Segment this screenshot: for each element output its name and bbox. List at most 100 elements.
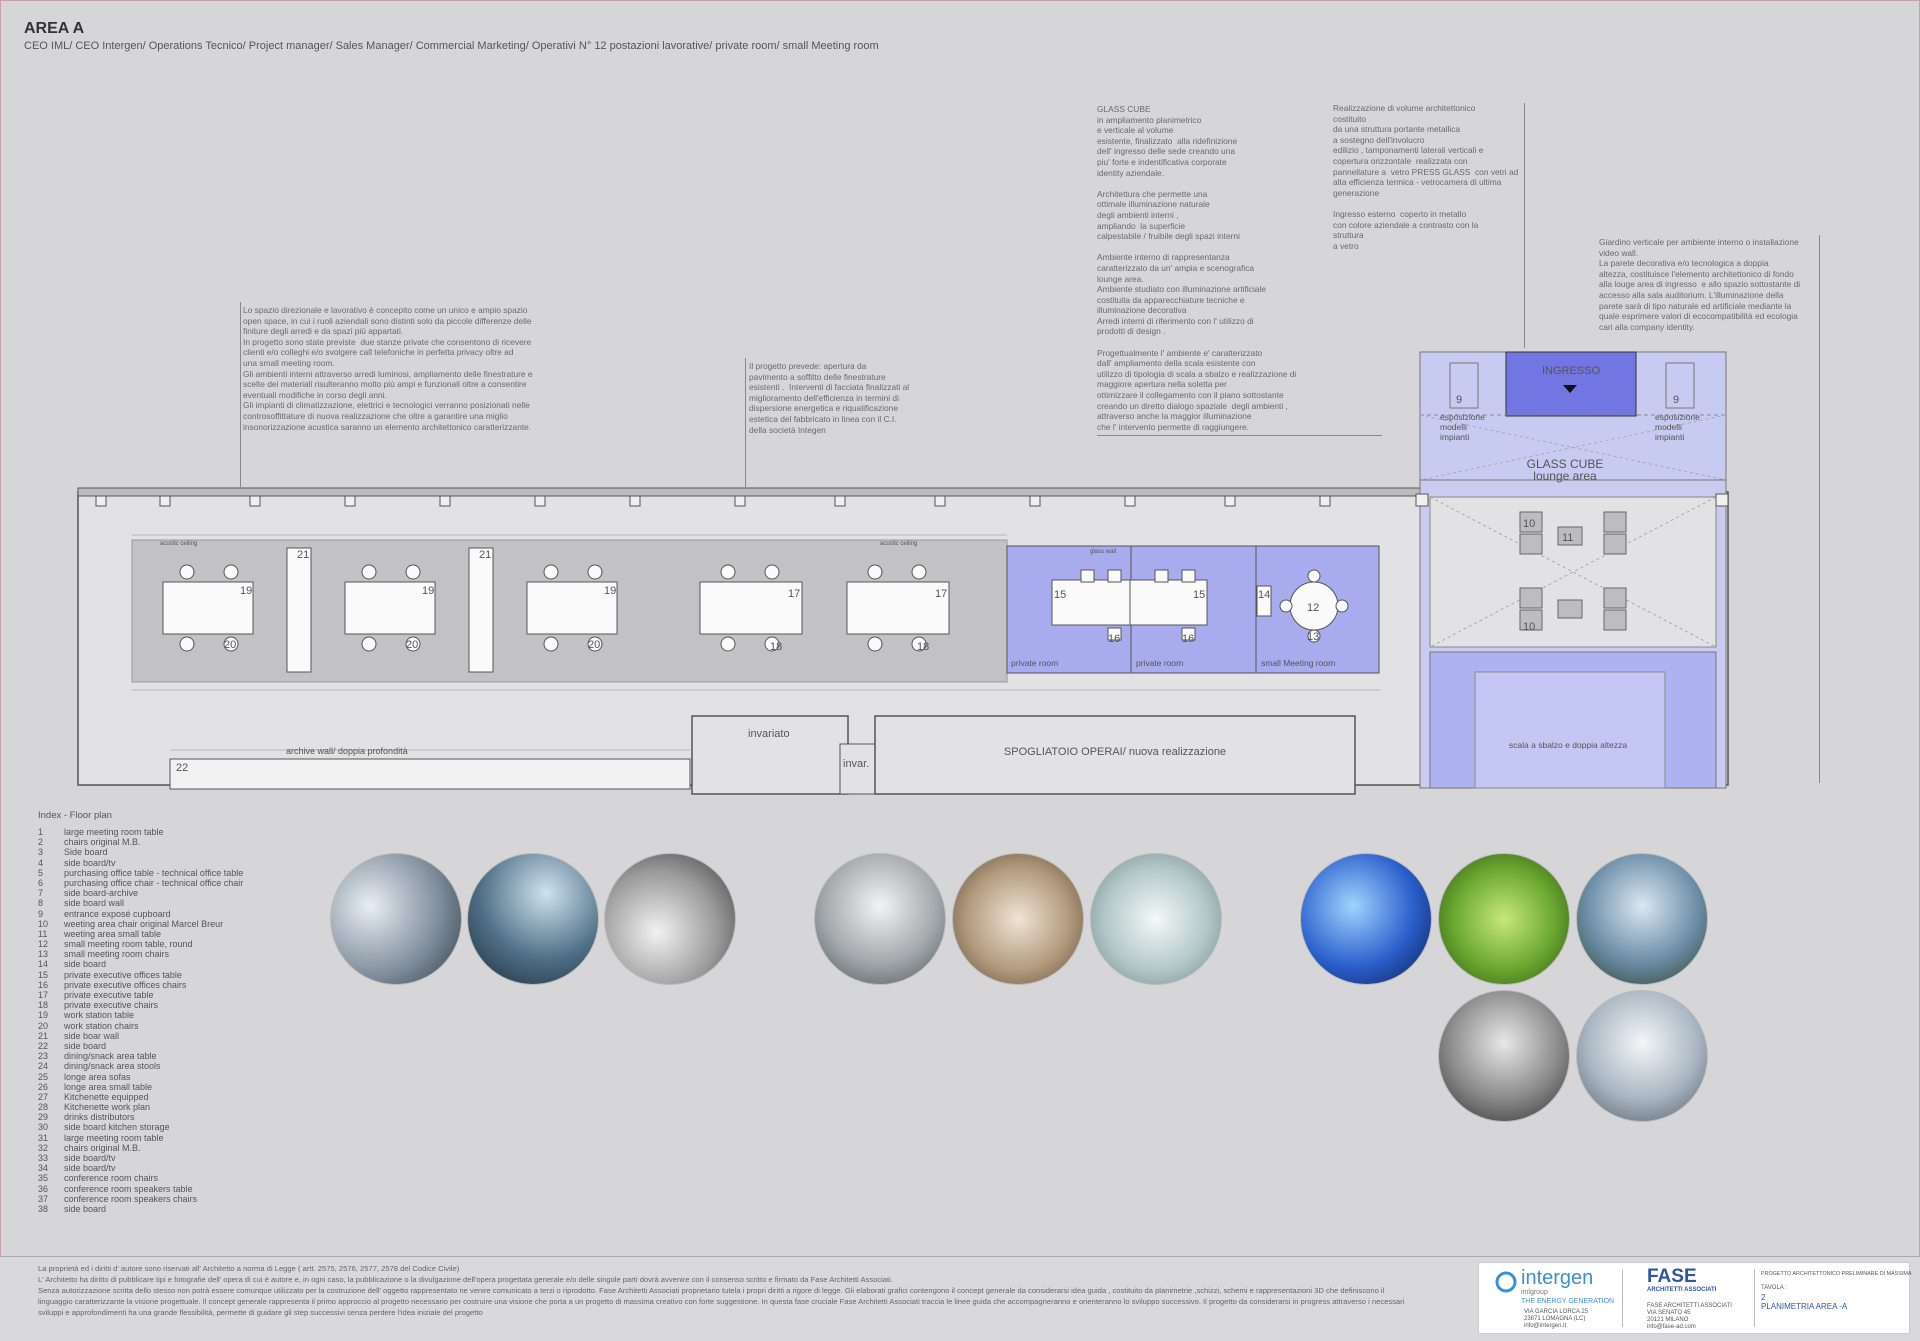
index-item-number: 18	[38, 1000, 49, 1011]
num-10: 10	[1523, 621, 1535, 633]
index-item-number: 30	[38, 1122, 49, 1133]
label-scala: scala a sbalzo e doppia altezza	[1509, 740, 1627, 750]
index-item-label: Kitchenette equipped	[64, 1091, 149, 1102]
num-20: 20	[406, 639, 418, 651]
index-item-label: side board	[64, 959, 107, 970]
reference-photo	[604, 853, 736, 985]
label-expo: impianti	[1655, 432, 1684, 442]
intergen-name: intergen	[1521, 1267, 1594, 1289]
reference-photo	[952, 853, 1084, 985]
divider	[1622, 1269, 1623, 1327]
note-glass-cube: GLASS CUBE in ampliamento planimetrico e…	[1097, 104, 1297, 432]
num-15: 15	[1193, 589, 1205, 601]
sideboard-wall	[286, 547, 312, 673]
label-expo: impianti	[1440, 432, 1469, 442]
index-item-number: 23	[38, 1051, 49, 1062]
note-open-space: Lo spazio direzionale e lavorativo è con…	[243, 305, 533, 432]
index-item-number: 37	[38, 1193, 49, 1204]
index-item-number: 20	[38, 1020, 49, 1031]
index-item-number: 21	[38, 1030, 49, 1041]
legal-line: La proprietà ed i diritti d' autore sono…	[38, 1264, 460, 1273]
label-private-room: private room	[1011, 658, 1058, 668]
index-item-label: entrance exposé cupboard	[64, 908, 171, 919]
num-14: 14	[1258, 589, 1270, 601]
label-archive: archive wall/ doppia profondità	[286, 746, 408, 756]
index-item-number: 24	[38, 1061, 49, 1072]
index-item-label: chairs original M.B.	[64, 837, 141, 848]
sideboard-wall	[468, 547, 494, 673]
num-13: 13	[1307, 631, 1319, 643]
intergen-tagline: THE ENERGY GENERATION	[1521, 1298, 1615, 1305]
title-block: intergen imlgroup THE ENERGY GENERATION …	[1478, 1262, 1911, 1334]
workstation-table	[699, 581, 803, 635]
index-item-number: 9	[38, 908, 44, 919]
index-item-number: 10	[38, 918, 49, 929]
index-item-label: purchasing office table - technical offi…	[64, 867, 244, 878]
legal-line: Senza autorizzazione scritta dello stess…	[38, 1286, 1385, 1295]
intergen-logo-icon	[1495, 1271, 1517, 1293]
index-title: Index - Floor plan	[38, 810, 112, 821]
room-invar	[839, 743, 879, 795]
index-item-label: private executive table	[64, 990, 154, 1000]
index-item-number: 13	[38, 949, 49, 960]
num-20: 20	[224, 639, 236, 651]
index-item-label: conference room speakers chairs	[64, 1193, 198, 1204]
index-item-label: side board/tv	[64, 1153, 116, 1163]
leader-line	[1524, 103, 1525, 348]
index-item: 9 entrance exposé cupboard	[38, 909, 243, 919]
tavola-title: PLANIMETRIA AREA -A	[1761, 1302, 1848, 1311]
note-facade: Il progetto prevede: apertura da pavimen…	[749, 361, 910, 435]
num-9: 9	[1456, 394, 1462, 406]
num-17: 17	[788, 588, 800, 600]
index-item-number: 19	[38, 1010, 49, 1021]
label-ingresso: INGRESSO	[1542, 365, 1601, 377]
index-item-label: chairs original M.B.	[64, 1142, 141, 1153]
index-item-number: 27	[38, 1091, 49, 1102]
index-item-number: 31	[38, 1132, 49, 1143]
reference-photo	[1576, 990, 1708, 1122]
label-private-room: private room	[1136, 658, 1183, 668]
index-item-number: 12	[38, 939, 49, 950]
index-item-number: 36	[38, 1183, 49, 1194]
index-item-label: side board/tv	[64, 857, 116, 868]
lounge-area	[1429, 496, 1717, 648]
index-item-number: 26	[38, 1081, 49, 1092]
legal-line: L' Architetto ha diritto di pubblicare t…	[38, 1275, 893, 1284]
num-17: 17	[935, 588, 947, 600]
reference-photo	[467, 853, 599, 985]
num-12: 12	[1307, 602, 1319, 614]
index-item-number: 11	[38, 928, 48, 939]
index-item-number: 25	[38, 1071, 49, 1082]
room-spogliatoio	[874, 715, 1356, 795]
index-item-label: longe area sofas	[64, 1071, 131, 1082]
index-item-number: 1	[38, 827, 44, 837]
index-item: 25 longe area sofas	[38, 1072, 243, 1082]
drawing-title: AREA A	[24, 20, 85, 37]
index-item-label: side board wall	[64, 898, 125, 909]
label-invar: invar.	[843, 758, 869, 770]
index-item-label: work station table	[64, 1010, 135, 1021]
note-volume: Realizzazione di volume architettonico c…	[1333, 103, 1519, 251]
leader-line	[1097, 435, 1382, 436]
index-item-label: dining/snack area stools	[64, 1061, 161, 1072]
facade-wall	[77, 487, 1429, 497]
ingresso-block	[1505, 351, 1637, 417]
label-glass-wall: glass wall	[1090, 549, 1116, 555]
index-item-label: dining/snack area table	[64, 1051, 157, 1062]
